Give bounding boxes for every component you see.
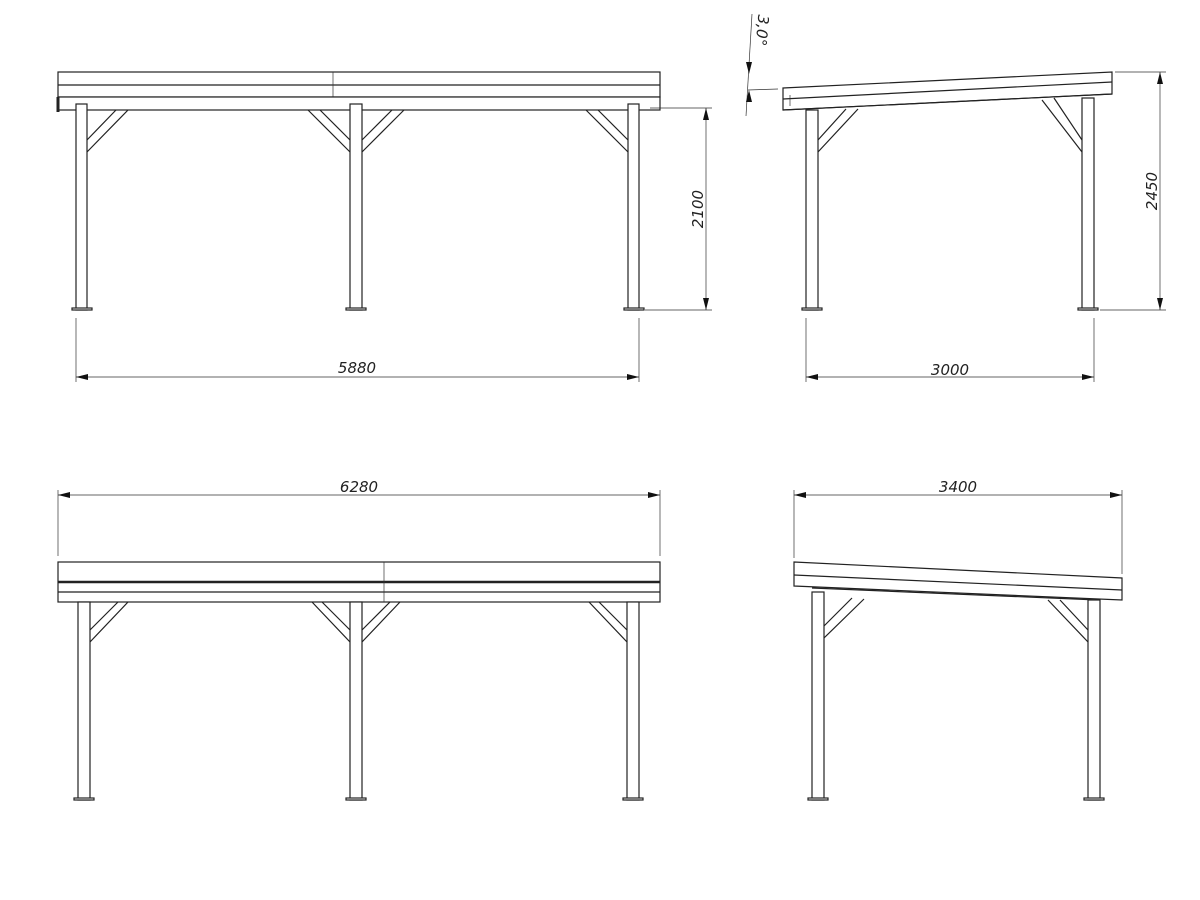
- side-view: 3000 2450 3,0°: [745, 13, 1166, 382]
- front-view: 5880 2100: [56, 71, 712, 382]
- dimension-3000: 3000: [805, 318, 1095, 382]
- side-view-roof: 3400: [793, 478, 1123, 801]
- dimension-5880: 5880: [75, 318, 640, 382]
- dimension-label: 2100: [689, 190, 707, 228]
- dimension-3400: 3400: [793, 478, 1123, 574]
- dimension-6280: 6280: [57, 478, 661, 556]
- front-view-roof: 6280: [57, 478, 661, 801]
- dimension-label: 5880: [338, 359, 376, 377]
- dimension-label: 2450: [1143, 172, 1161, 210]
- dimension-label: 3,0°: [752, 14, 773, 47]
- dimension-label: 3000: [931, 361, 969, 379]
- dimension-2100: 2100: [645, 107, 712, 311]
- dimension-label: 3400: [939, 478, 977, 496]
- posts: [75, 103, 640, 311]
- dimension-label: 6280: [340, 478, 378, 496]
- dimension-2450: 2450: [1100, 71, 1166, 311]
- dimension-roof-angle: 3,0°: [745, 13, 779, 117]
- braces: [86, 109, 629, 153]
